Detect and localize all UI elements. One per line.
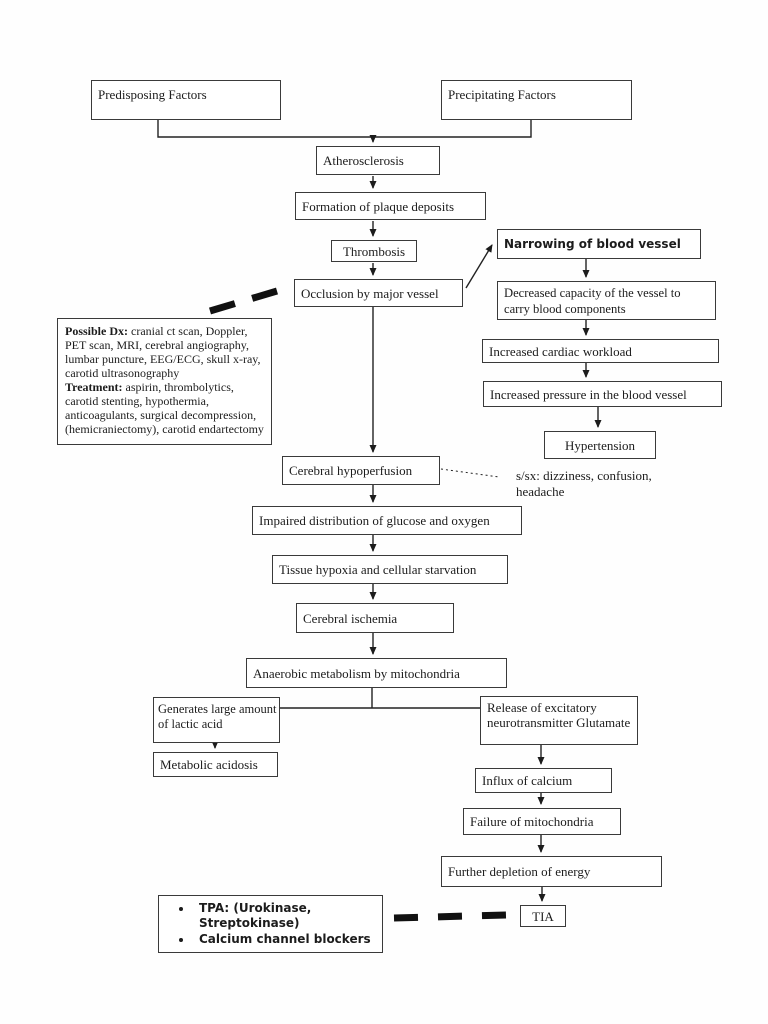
dashed-link-treatment-tia xyxy=(393,911,507,922)
node-energy-depletion: Further depletion of energy xyxy=(441,856,662,887)
treatment-bullet: TPA: (Urokinase, Streptokinase) xyxy=(193,901,378,931)
dashed-link-dx-occlusion xyxy=(208,287,279,315)
note-signs-symptoms: s/sx: dizziness, confusion, headache xyxy=(516,468,652,499)
dx-label: Possible Dx: xyxy=(65,324,128,338)
node-impaired-distribution: Impaired distribution of glucose and oxy… xyxy=(252,506,522,535)
dx-text: cranial ct scan, Doppler, PET scan, MRI,… xyxy=(65,324,261,380)
node-calcium-influx: Influx of calcium xyxy=(475,768,612,793)
node-cerebral-ischemia: Cerebral ischemia xyxy=(296,603,454,633)
node-thrombosis: Thrombosis xyxy=(331,240,417,262)
node-predisposing-factors: Predisposing Factors xyxy=(91,80,281,120)
node-vessel-pressure: Increased pressure in the blood vessel xyxy=(483,381,722,407)
node-hypertension: Hypertension xyxy=(544,431,656,459)
node-cerebral-hypoperfusion: Cerebral hypoperfusion xyxy=(282,456,440,485)
treatment-bullet-list: TPA: (Urokinase, Streptokinase) Calcium … xyxy=(163,901,378,947)
node-occlusion: Occlusion by major vessel xyxy=(294,279,463,307)
treatment-bullet: Calcium channel blockers xyxy=(193,932,378,947)
note-diagnosis-treatment: Possible Dx: cranial ct scan, Doppler, P… xyxy=(57,318,272,445)
node-tia: TIA xyxy=(520,905,566,927)
node-narrowing-blood-vessel: Narrowing of blood vessel xyxy=(497,229,701,259)
node-glutamate-release: Release of excitatory neurotransmitter G… xyxy=(480,696,638,745)
connector-anaerobic-split xyxy=(279,688,480,709)
node-decreased-capacity: Decreased capacity of the vessel to carr… xyxy=(497,281,716,320)
node-tissue-hypoxia: Tissue hypoxia and cellular starvation xyxy=(272,555,508,584)
arrow-occlusion-narrowing xyxy=(465,244,493,289)
node-plaque-formation: Formation of plaque deposits xyxy=(295,192,486,220)
node-anaerobic-metabolism: Anaerobic metabolism by mitochondria xyxy=(246,658,507,688)
connector-factors-merge xyxy=(157,120,532,138)
node-precipitating-factors: Precipitating Factors xyxy=(441,80,632,120)
treatment-label: Treatment: xyxy=(65,380,123,394)
note-treatment-drugs: TPA: (Urokinase, Streptokinase) Calcium … xyxy=(158,895,383,953)
node-atherosclerosis: Atherosclerosis xyxy=(316,146,440,175)
node-lactic-acid: Generates large amount of lactic acid xyxy=(153,697,280,743)
node-metabolic-acidosis: Metabolic acidosis xyxy=(153,752,278,777)
connector-hypoperfusion-symptoms xyxy=(440,468,500,478)
node-mitochondria-failure: Failure of mitochondria xyxy=(463,808,621,835)
node-cardiac-workload: Increased cardiac workload xyxy=(482,339,719,363)
treatment-text: aspirin, thrombolytics, carotid stenting… xyxy=(65,380,264,436)
